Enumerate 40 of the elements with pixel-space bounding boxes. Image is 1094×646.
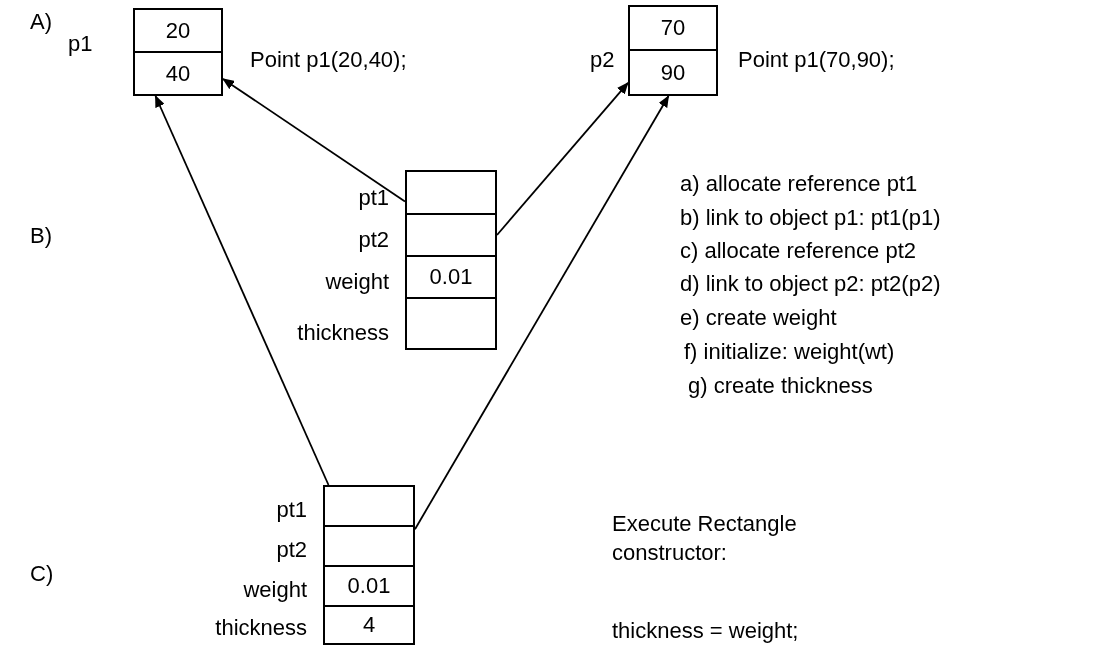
arrow bbox=[496, 81, 629, 236]
field-name: thickness bbox=[215, 615, 307, 641]
field-name: pt2 bbox=[276, 537, 307, 563]
empty-cell bbox=[323, 525, 415, 567]
note-text: a) allocate reference pt1 bbox=[680, 170, 918, 198]
note-text: e) create weight bbox=[680, 304, 837, 332]
field-name: thickness bbox=[297, 320, 389, 346]
note-text: C) bbox=[30, 560, 54, 588]
value-cell: 90 bbox=[628, 49, 718, 96]
note-text: Execute Rectangle constructor: bbox=[612, 510, 798, 567]
note-text: B) bbox=[30, 222, 52, 250]
note-text: Point p1(20,40); bbox=[250, 46, 407, 74]
note-text: thickness = weight; bbox=[612, 617, 799, 645]
note-text: Point p1(70,90); bbox=[738, 46, 895, 74]
note-text: g) create thickness bbox=[688, 372, 873, 400]
empty-cell bbox=[405, 170, 497, 215]
field-name: pt1 bbox=[276, 497, 307, 523]
note-text: f) initialize: weight(wt) bbox=[684, 338, 895, 366]
value-cell: 0.01 bbox=[323, 565, 415, 607]
arrow bbox=[414, 95, 670, 531]
empty-cell bbox=[323, 485, 415, 527]
value-cell: 20 bbox=[133, 8, 223, 53]
value-cell: 4 bbox=[323, 605, 415, 645]
note-text: p1 bbox=[68, 30, 93, 58]
arrow bbox=[222, 78, 406, 203]
note-text: c) allocate reference pt2 bbox=[680, 237, 917, 265]
field-name: pt1 bbox=[358, 185, 389, 211]
arrow bbox=[154, 95, 330, 486]
value-cell: 70 bbox=[628, 5, 718, 51]
field-name: weight bbox=[243, 577, 307, 603]
value-cell: 40 bbox=[133, 51, 223, 96]
empty-cell bbox=[405, 213, 497, 257]
note-text: A) bbox=[30, 8, 52, 36]
empty-cell bbox=[405, 297, 497, 350]
note-text: p2 bbox=[590, 46, 615, 74]
field-name: pt2 bbox=[358, 227, 389, 253]
note-text: d) link to object p2: pt2(p2) bbox=[680, 270, 941, 298]
value-cell: 0.01 bbox=[405, 255, 497, 299]
note-text: b) link to object p1: pt1(p1) bbox=[680, 204, 941, 232]
field-name: weight bbox=[325, 269, 389, 295]
